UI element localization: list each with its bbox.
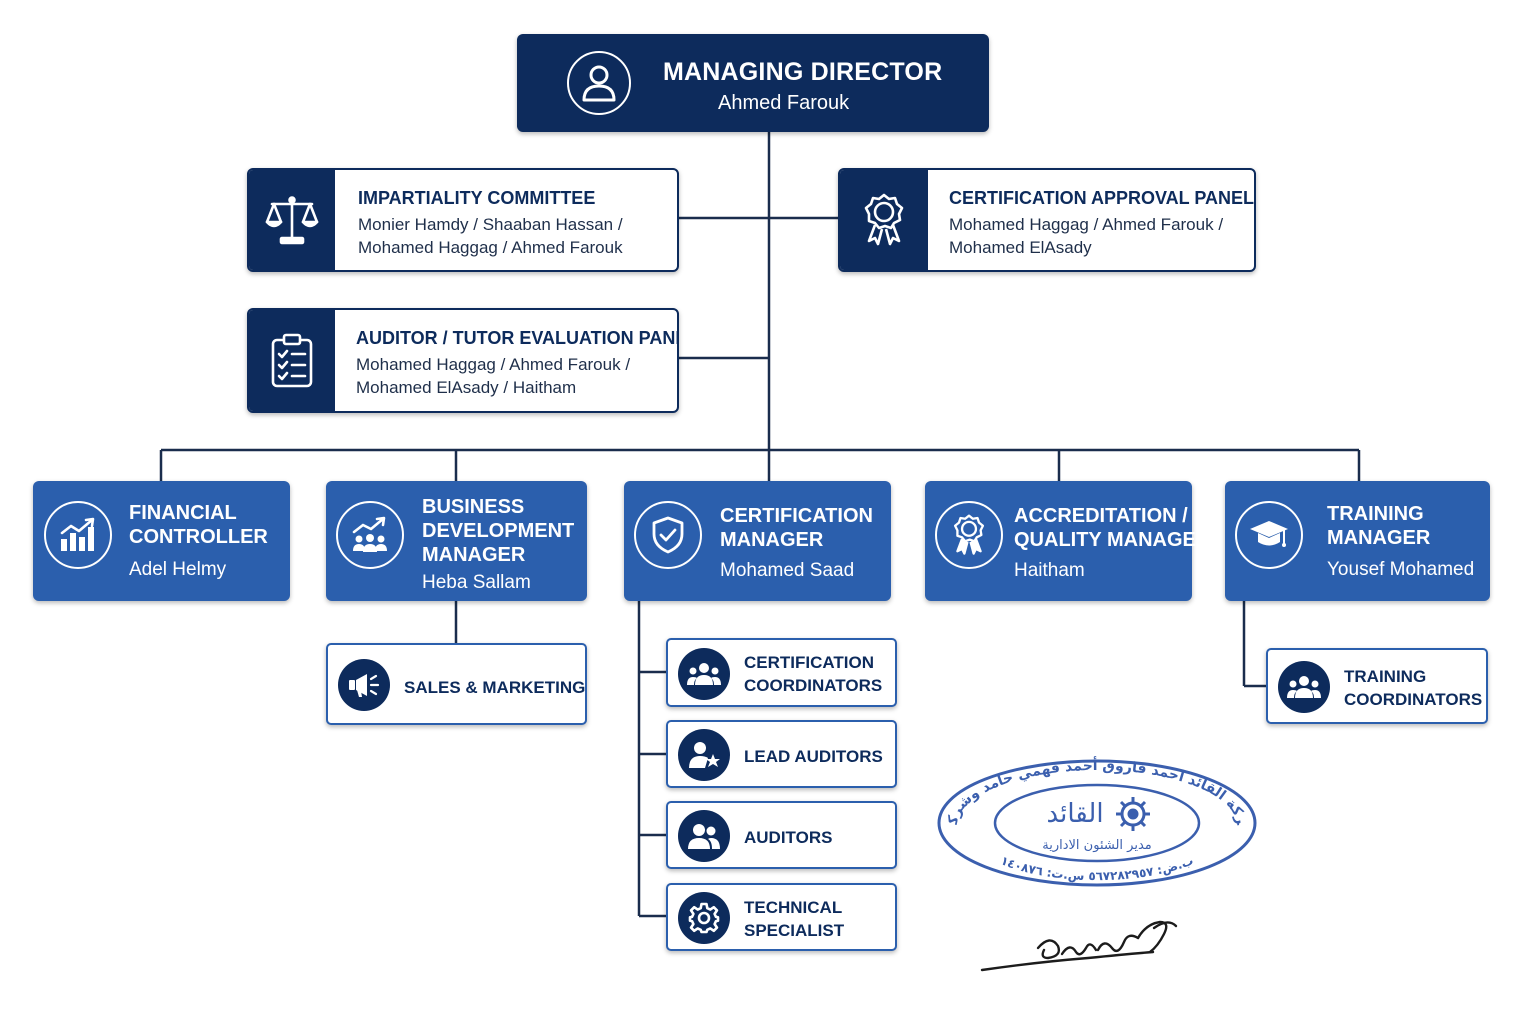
award-ribbon-icon — [935, 501, 1003, 569]
clipboard-checklist-icon — [249, 310, 335, 411]
lead-auditors-label: LEAD AUDITORS — [744, 747, 883, 766]
certification-title-line1: CERTIFICATION — [720, 505, 873, 527]
business-title-line3: MANAGER — [422, 544, 526, 566]
certification-coordinators-label: CERTIFICATION COORDINATORS — [744, 651, 882, 697]
svg-text:القائد: القائد — [1046, 799, 1103, 829]
svg-text:مدير الشئون الادارية: مدير الشئون الادارية — [1042, 838, 1152, 853]
business-title: BUSINESS DEVELOPMENT MANAGER — [422, 495, 574, 567]
technical-specialist-label: TECHNICAL SPECIALIST — [744, 896, 844, 942]
impartiality-members: Monier Hamdy / Shaaban Hassan / Mohamed … — [358, 213, 623, 259]
bar-chart-icon — [44, 501, 112, 569]
business-title-line1: BUSINESS — [422, 496, 525, 518]
financial-name: Adel Helmy — [129, 559, 227, 580]
director-name: Ahmed Farouk — [718, 92, 850, 114]
shield-check-icon — [634, 501, 702, 569]
impartiality-members-line2: Mohamed Haggag / Ahmed Farouk — [358, 238, 623, 257]
gear-icon — [678, 892, 730, 944]
certification-title-line2: MANAGER — [720, 529, 824, 551]
training-coordinators-line2: COORDINATORS — [1344, 690, 1483, 709]
certification-name: Mohamed Saad — [720, 560, 855, 581]
evaluation-members: Mohamed Haggag / Ahmed Farouk / Mohamed … — [356, 353, 630, 399]
handwritten-signature-icon — [980, 920, 1178, 972]
accreditation-name: Haitham — [1014, 560, 1085, 581]
evaluation-members-line2: Mohamed ElAsady / Haitham — [356, 378, 577, 397]
business-development-manager-box: BUSINESS DEVELOPMENT MANAGER Heba Sallam — [326, 481, 587, 601]
sales-marketing-unit: SALES & MARKETING — [326, 643, 587, 725]
evaluation-members-line1: Mohamed Haggag / Ahmed Farouk / — [356, 355, 631, 374]
approval-title: CERTIFICATION APPROVAL PANEL — [949, 188, 1255, 208]
certification-manager-box: CERTIFICATION MANAGER Mohamed Saad — [624, 481, 891, 601]
certification-coordinators-line2: COORDINATORS — [744, 676, 883, 695]
award-ribbon-icon — [840, 170, 928, 270]
impartiality-committee-panel: IMPARTIALITY COMMITTEE Monier Hamdy / Sh… — [247, 168, 679, 272]
certification-coordinators-line1: CERTIFICATION — [744, 653, 875, 672]
approval-members-line2: Mohamed ElAsady — [949, 238, 1092, 257]
business-name: Heba Sallam — [422, 572, 531, 593]
training-title-line1: TRAINING — [1327, 503, 1424, 525]
impartiality-title: IMPARTIALITY COMMITTEE — [358, 188, 596, 208]
auditors-unit: AUDITORS — [666, 801, 897, 869]
accreditation-title: ACCREDITATION / QUALITY MANAGER — [1014, 504, 1210, 552]
auditors-label: AUDITORS — [744, 828, 833, 847]
certification-coordinators-unit: CERTIFICATION COORDINATORS — [666, 638, 897, 707]
training-title: TRAINING MANAGER — [1327, 502, 1430, 550]
team-growth-icon — [336, 501, 404, 569]
group-icon — [678, 648, 730, 700]
training-coordinators-unit: TRAINING COORDINATORS — [1266, 648, 1488, 724]
evaluation-title: AUDITOR / TUTOR EVALUATION PANEL — [356, 328, 679, 348]
training-name: Yousef Mohamed — [1327, 559, 1475, 580]
accreditation-quality-manager-box: ACCREDITATION / QUALITY MANAGER Haitham — [925, 481, 1210, 601]
group-icon — [1278, 661, 1330, 713]
accreditation-title-line2: QUALITY MANAGER — [1014, 529, 1211, 551]
approval-members-line1: Mohamed Haggag / Ahmed Farouk / — [949, 215, 1224, 234]
accreditation-title-line1: ACCREDITATION / — [1014, 505, 1188, 527]
megaphone-icon — [338, 659, 390, 711]
graduation-cap-icon — [1235, 501, 1303, 569]
technical-specialist-line1: TECHNICAL — [744, 898, 843, 917]
scales-icon — [249, 170, 335, 270]
users-icon — [678, 810, 730, 862]
auditor-tutor-evaluation-panel: AUDITOR / TUTOR EVALUATION PANEL Mohamed… — [247, 308, 679, 413]
training-coordinators-label: TRAINING COORDINATORS — [1344, 665, 1482, 711]
financial-controller-box: FINANCIAL CONTROLLER Adel Helmy — [33, 481, 290, 601]
director-title: MANAGING DIRECTOR — [663, 58, 943, 86]
business-title-line2: DEVELOPMENT — [422, 520, 575, 542]
user-star-icon — [678, 729, 730, 781]
technical-specialist-unit: TECHNICAL SPECIALIST — [666, 883, 897, 951]
sales-marketing-label: SALES & MARKETING — [404, 678, 586, 697]
financial-title-line1: FINANCIAL — [129, 502, 237, 524]
approval-members: Mohamed Haggag / Ahmed Farouk / Mohamed … — [949, 213, 1223, 259]
managing-director-box: MANAGING DIRECTOR Ahmed Farouk — [517, 34, 989, 132]
technical-specialist-line2: SPECIALIST — [744, 921, 845, 940]
training-coordinators-line1: TRAINING — [1344, 667, 1427, 686]
impartiality-members-line1: Monier Hamdy / Shaaban Hassan / — [358, 215, 623, 234]
company-seal-icon: شركة القائد احمد فاروق أحمد فهمي حامد وش… — [935, 756, 1257, 887]
financial-title-line2: CONTROLLER — [129, 526, 268, 548]
lead-auditors-unit: LEAD AUDITORS — [666, 720, 897, 788]
user-icon — [567, 51, 631, 115]
training-title-line2: MANAGER — [1327, 527, 1431, 549]
training-manager-box: TRAINING MANAGER Yousef Mohamed — [1225, 481, 1490, 601]
financial-title: FINANCIAL CONTROLLER — [129, 501, 268, 549]
certification-approval-panel: CERTIFICATION APPROVAL PANEL Mohamed Hag… — [838, 168, 1256, 272]
certification-title: CERTIFICATION MANAGER — [720, 504, 873, 552]
